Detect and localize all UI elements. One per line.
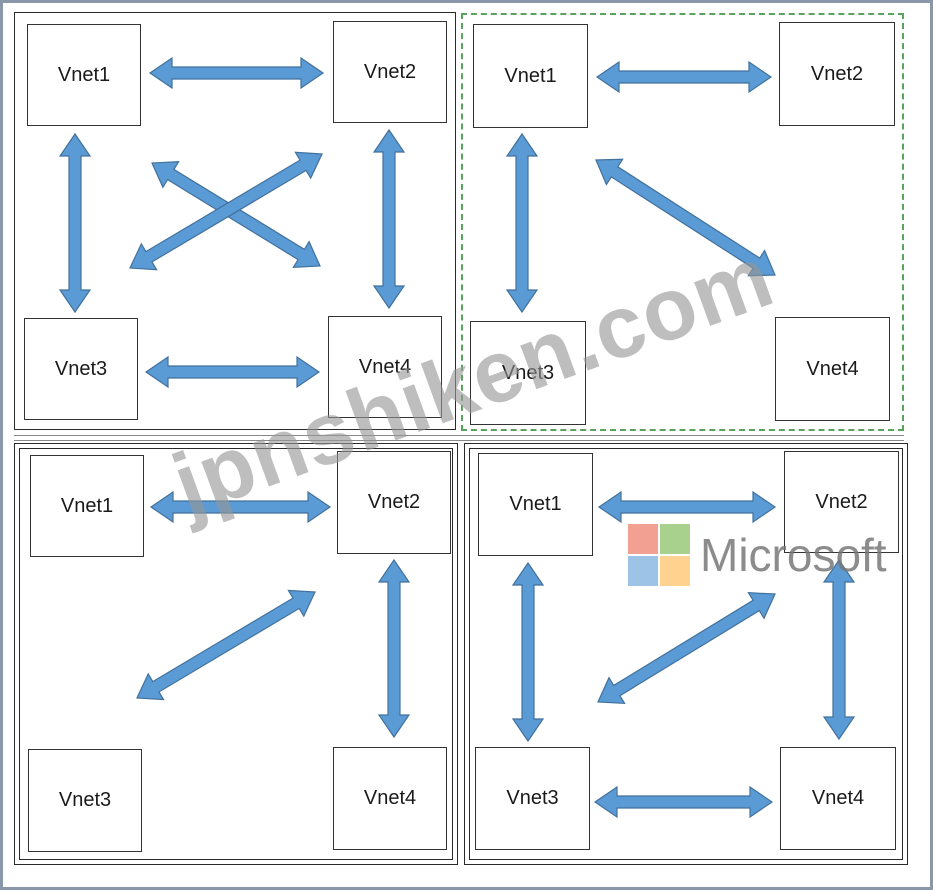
node-label: Vnet2 — [810, 62, 864, 85]
node-label: Vnet3 — [506, 787, 559, 809]
node-label: Vnet2 — [367, 491, 421, 513]
node-label: Vnet1 — [509, 493, 562, 515]
panel-3-inner-border — [19, 448, 453, 860]
microsoft-logo-icon — [628, 524, 690, 586]
panel-1-node-vnet1: Vnet1 — [27, 24, 141, 126]
panel-2-node-vnet3: Vnet3 — [470, 321, 586, 425]
panel-4-node-vnet1: Vnet1 — [478, 453, 593, 556]
node-label: Vnet3 — [501, 361, 555, 384]
panel-2-node-vnet1: Vnet1 — [473, 24, 588, 128]
node-label: Vnet4 — [358, 355, 412, 378]
panel-3-node-vnet3: Vnet3 — [28, 749, 142, 852]
panel-4-node-vnet2: Vnet2 — [784, 451, 899, 553]
node-label: Vnet4 — [811, 787, 865, 809]
logo-square-red — [628, 524, 658, 554]
node-label: Vnet3 — [58, 789, 112, 811]
node-label: Vnet2 — [363, 60, 417, 83]
node-label: Vnet1 — [504, 64, 557, 87]
panel-4-inner-border — [469, 448, 903, 860]
panel-1-node-vnet4: Vnet4 — [328, 316, 442, 418]
microsoft-logo-text: Microsoft — [700, 529, 887, 581]
node-label: Vnet4 — [806, 357, 859, 380]
panel-3-node-vnet4: Vnet4 — [333, 747, 447, 850]
horizontal-separator — [14, 435, 904, 441]
logo-square-blue — [628, 556, 658, 586]
logo-square-yellow — [660, 556, 690, 586]
node-label: Vnet2 — [815, 490, 868, 513]
panel-4-node-vnet4: Vnet4 — [780, 747, 896, 850]
panel-4-node-vnet3: Vnet3 — [475, 747, 590, 850]
panel-1-node-vnet2: Vnet2 — [333, 21, 447, 123]
panel-3-node-vnet1: Vnet1 — [30, 455, 144, 557]
node-label: Vnet1 — [60, 494, 114, 517]
panel-2-node-vnet4: Vnet4 — [775, 317, 890, 421]
node-label: Vnet1 — [57, 63, 111, 86]
node-label: Vnet3 — [54, 357, 108, 380]
panel-3-node-vnet2: Vnet2 — [337, 451, 451, 554]
logo-square-green — [660, 524, 690, 554]
node-label: Vnet4 — [363, 787, 417, 809]
panel-1-node-vnet3: Vnet3 — [24, 318, 138, 420]
panel-2-node-vnet2: Vnet2 — [779, 22, 895, 126]
